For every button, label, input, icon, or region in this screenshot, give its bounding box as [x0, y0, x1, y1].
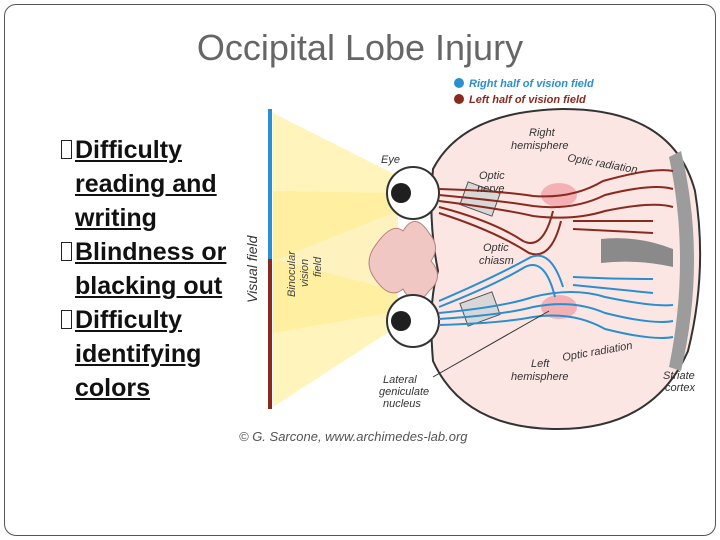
- bullet-text[interactable]: Difficulty reading and writing: [75, 136, 217, 232]
- right-hemisphere-label-2: hemisphere: [511, 140, 568, 152]
- legend-dot-right: [454, 78, 464, 88]
- lateral-pointer: [432, 310, 550, 378]
- bullet-item: Blindness or blacking out: [61, 235, 236, 303]
- bullet-item: Difficulty identifying colors: [61, 303, 236, 405]
- optic-nerve-label-2: nerve: [477, 183, 505, 195]
- striate-cortex: [669, 151, 694, 371]
- bullet-marker-icon: [61, 140, 72, 159]
- cortex-notch: [601, 238, 673, 267]
- binocular-label-1: Binocular: [286, 250, 298, 297]
- striate-label-2: cortex: [665, 382, 695, 394]
- legend-label-left: Left half of vision field: [469, 94, 586, 106]
- left-hemisphere-label-2: hemisphere: [511, 371, 568, 383]
- bullet-list: Difficulty reading and writing Blindness…: [61, 133, 236, 405]
- lower-lgn: [541, 295, 577, 319]
- visual-field-label: Visual field: [244, 234, 260, 303]
- credit-label: © G. Sarcone, www.archimedes-lab.org: [239, 429, 468, 444]
- optic-chiasm-label-1: Optic: [483, 242, 509, 254]
- bullet-marker-icon: [61, 242, 72, 261]
- right-field-pathways: [438, 254, 674, 339]
- upper-eye: [386, 166, 440, 220]
- lateral-label-3: nucleus: [383, 398, 421, 410]
- left-field-pathways: [438, 169, 674, 256]
- binocular-overlap: [273, 191, 398, 333]
- right-hemisphere-label-1: Right: [529, 127, 556, 139]
- eye-label: Eye: [381, 154, 400, 166]
- legend-label-right: Right half of vision field: [469, 78, 594, 90]
- binocular-label-3: field: [312, 256, 324, 277]
- bullet-text[interactable]: Difficulty identifying colors: [75, 306, 202, 402]
- slide-title: Occipital Lobe Injury: [196, 27, 524, 68]
- bullet-text[interactable]: Blindness or blacking out: [75, 238, 227, 300]
- binocular-label-2: vision: [299, 259, 311, 287]
- lateral-label-1: Lateral: [383, 374, 417, 386]
- optic-nerve-label-1: Optic: [479, 170, 505, 182]
- bullet-item: Difficulty reading and writing: [61, 133, 236, 235]
- nose-shape: [368, 221, 438, 301]
- left-hemisphere-label-1: Left: [531, 358, 550, 370]
- lateral-label-2: geniculate: [379, 386, 429, 398]
- visual-pathway-diagram: Right half of vision field Left half of …: [239, 78, 702, 444]
- legend-dot-left: [454, 94, 464, 104]
- optic-chiasm-label-2: chiasm: [479, 255, 514, 267]
- striate-label-1: Striate: [663, 370, 695, 382]
- lower-eye: [386, 294, 440, 348]
- bullet-marker-icon: [61, 310, 72, 329]
- slide: Occipital Lobe Injury Difficulty reading…: [4, 4, 716, 536]
